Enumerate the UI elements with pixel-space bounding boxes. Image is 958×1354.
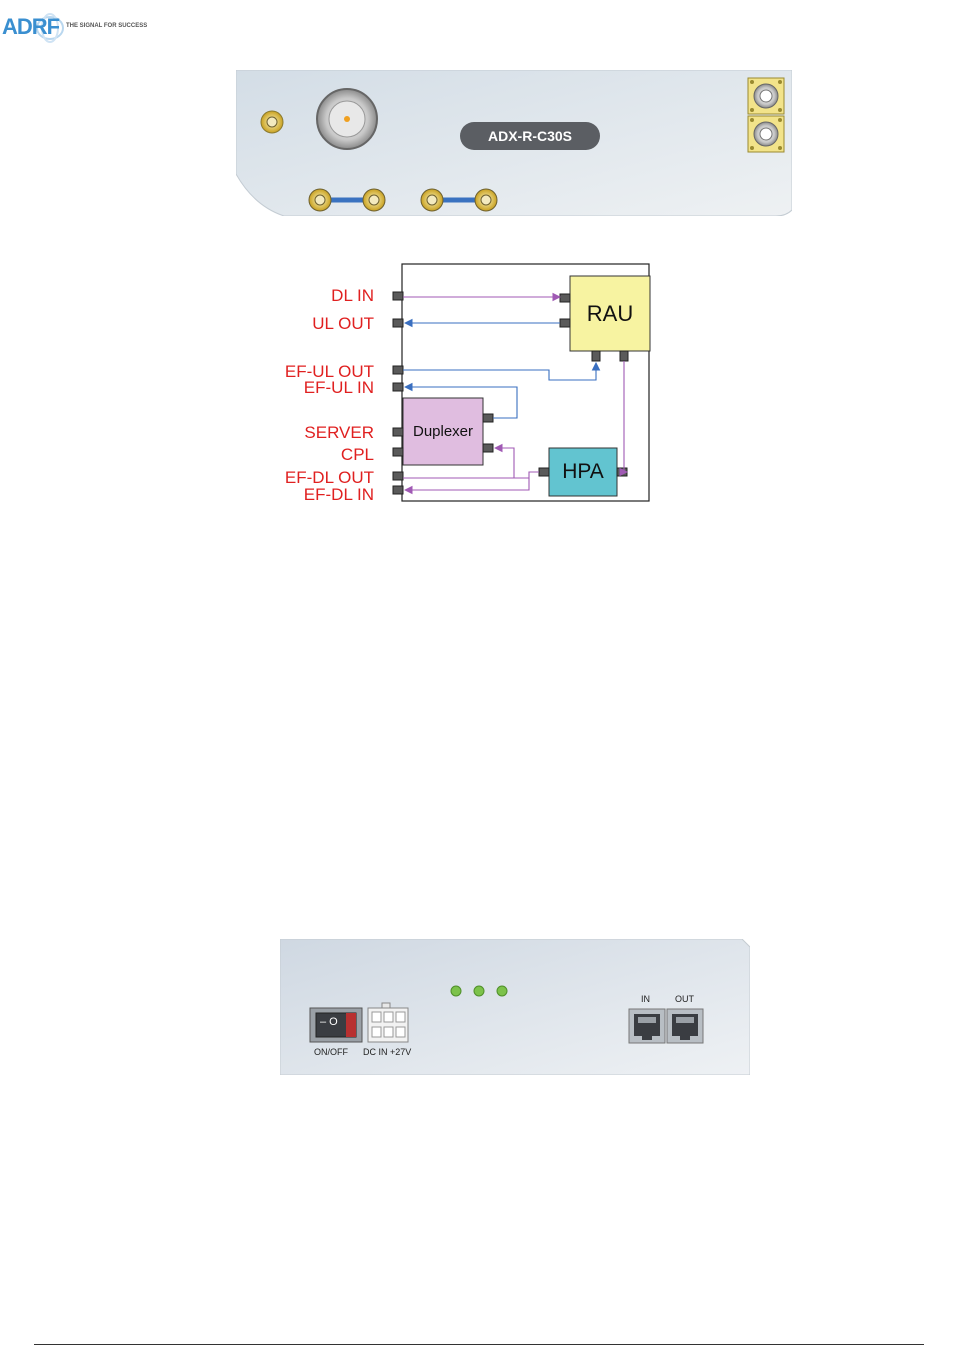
flange-connector-icon xyxy=(748,116,784,152)
footer-divider xyxy=(34,1344,924,1345)
port-label: DL IN xyxy=(331,286,374,306)
logo-brand: ADRF xyxy=(2,14,59,40)
sma-port-icon xyxy=(261,111,283,133)
switch-label: ON/OFF xyxy=(314,1047,348,1057)
port-label: UL OUT xyxy=(312,314,374,334)
logo-tagline: THE SIGNAL FOR SUCCESS xyxy=(66,23,147,29)
dc-in-label: DC IN +27V xyxy=(363,1047,411,1057)
rj45-in-port-icon xyxy=(629,1009,665,1043)
dc-connector-icon xyxy=(368,1003,408,1042)
status-led-icon xyxy=(474,986,484,996)
duplexer-label: Duplexer xyxy=(403,398,483,465)
hpa-label: HPA xyxy=(549,448,617,496)
front-panel: ADX-R-C30S xyxy=(236,70,792,216)
n-type-connector-icon xyxy=(317,89,377,149)
flange-connector-icon xyxy=(748,78,784,114)
rau-label: RAU xyxy=(570,276,650,351)
block-diagram: DL IN UL OUT EF-UL OUT EF-UL IN SERVER C… xyxy=(276,262,656,504)
port-label: SERVER xyxy=(304,423,374,443)
rear-panel: – O ON/OFF DC IN +27V IN OUT xyxy=(280,939,750,1075)
port-label: EF-DL IN xyxy=(304,485,374,505)
model-label: ADX-R-C30S xyxy=(460,122,600,150)
switch-symbols: – O xyxy=(320,1016,338,1028)
out-port-label: OUT xyxy=(675,994,694,1004)
in-port-label: IN xyxy=(641,994,650,1004)
adrf-logo: ADRF THE SIGNAL FOR SUCCESS xyxy=(0,6,175,46)
port-label: CPL xyxy=(341,445,374,465)
status-led-icon xyxy=(451,986,461,996)
port-label: EF-UL IN xyxy=(304,378,374,398)
rj45-out-port-icon xyxy=(667,1009,703,1043)
status-led-icon xyxy=(497,986,507,996)
